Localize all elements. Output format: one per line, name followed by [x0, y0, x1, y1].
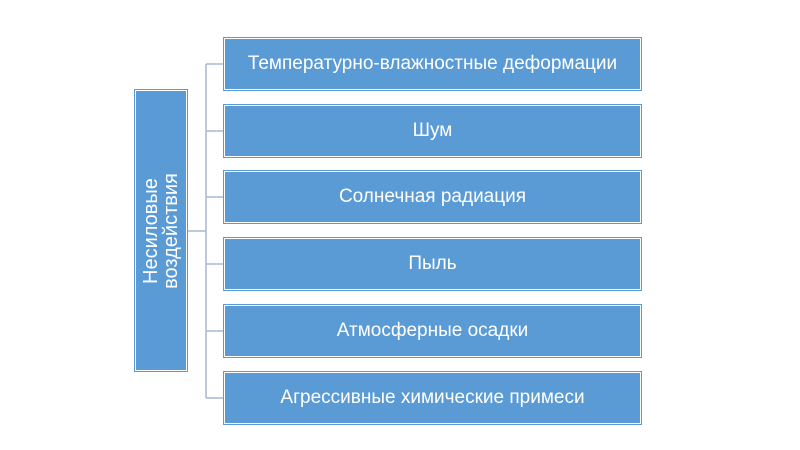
child-node-label: Шум	[412, 120, 453, 141]
root-node-label: Несиловые воздействия	[140, 172, 182, 289]
child-node: Атмосферные осадки	[224, 305, 641, 357]
child-node: Пыль	[224, 238, 641, 290]
child-node-label: Температурно-влажностные деформации	[247, 53, 618, 74]
child-node: Температурно-влажностные деформации	[224, 38, 641, 90]
child-node: Солнечная радиация	[224, 171, 641, 223]
child-node-label: Агрессивные химические примеси	[280, 387, 585, 408]
child-node: Шум	[224, 105, 641, 157]
child-node: Агрессивные химические примеси	[224, 372, 641, 424]
child-node-label: Солнечная радиация	[338, 186, 527, 207]
child-node-label: Пыль	[408, 253, 457, 274]
root-node: Несиловые воздействия	[135, 90, 187, 371]
child-node-label: Атмосферные осадки	[336, 320, 529, 341]
